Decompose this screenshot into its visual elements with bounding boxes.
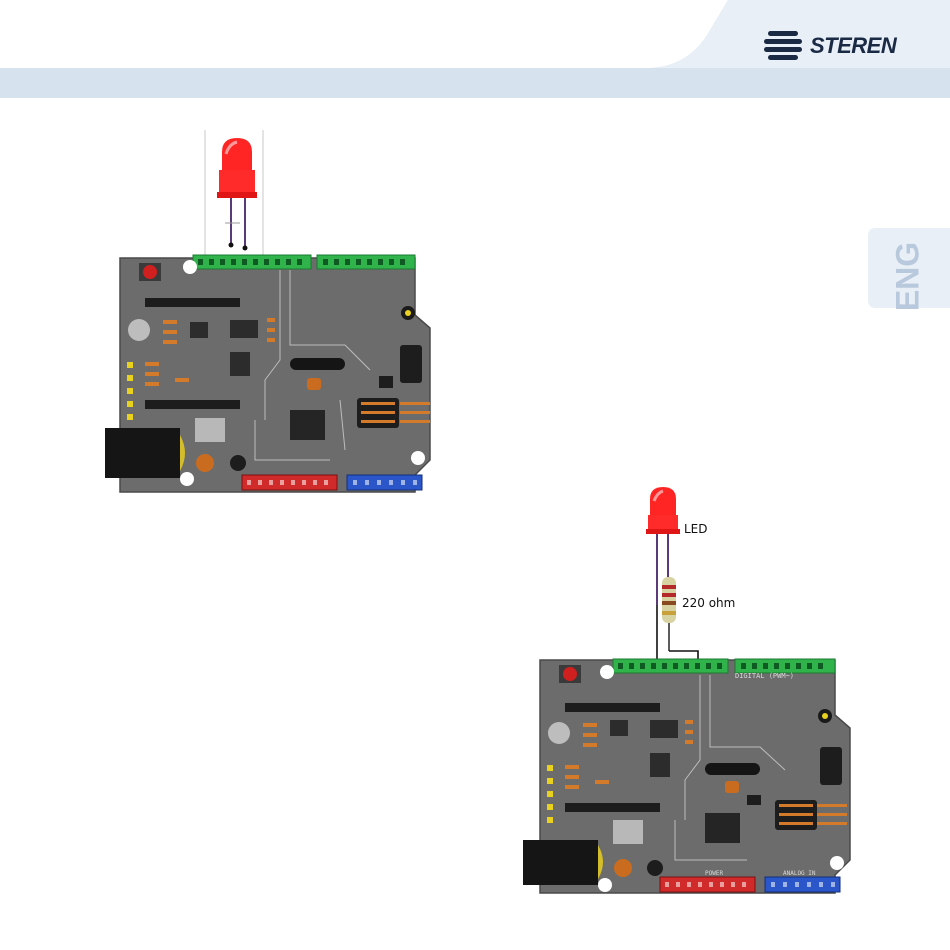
power-header-label: POWER: [705, 870, 723, 877]
brand-wordmark: STEREN: [810, 33, 896, 59]
arduino-led-resistor-diagram-bottom: DIGITAL (PWM~) POWER ANALOG IN: [515, 485, 855, 900]
analog-header-label: ANALOG IN: [783, 870, 816, 877]
arduino-board-icon: [105, 255, 430, 492]
resistor-label: 220 ohm: [682, 596, 735, 610]
led-icon: [217, 138, 257, 251]
digital-header-label: DIGITAL (PWM~): [735, 672, 794, 680]
resistor-icon: [662, 577, 676, 651]
arduino-led-diagram-top: [95, 130, 435, 500]
led-label: LED: [684, 522, 708, 536]
language-label: ENG: [890, 242, 927, 312]
arduino-board-icon: DIGITAL (PWM~) POWER ANALOG IN: [523, 659, 850, 893]
